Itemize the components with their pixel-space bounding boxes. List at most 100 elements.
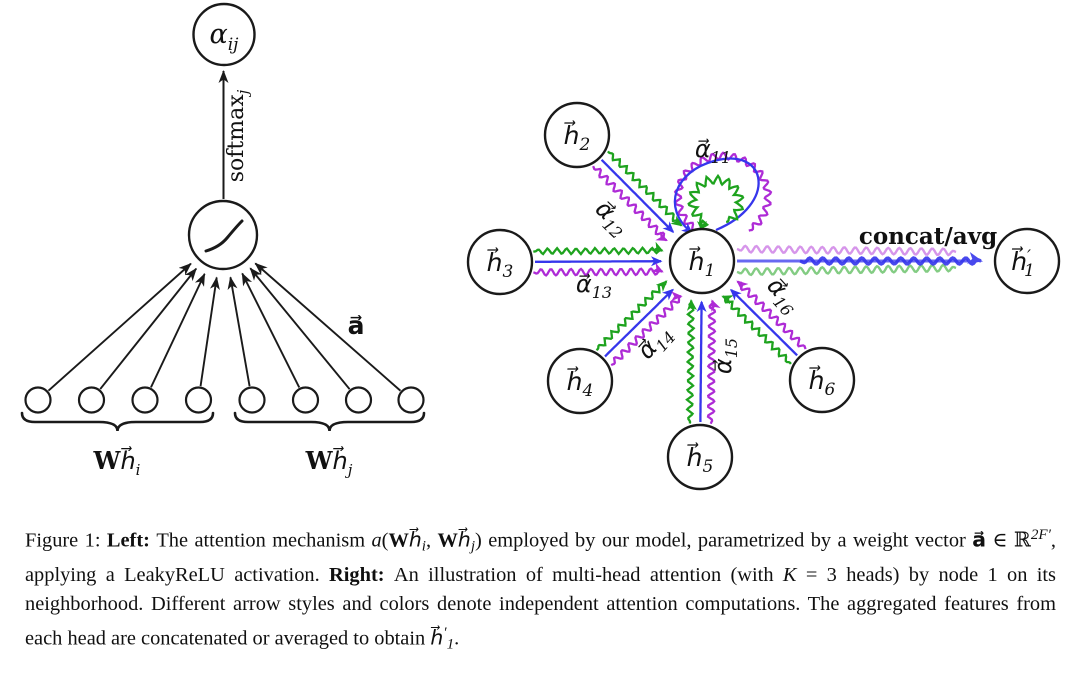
caption-math-sub-j: j (470, 538, 476, 555)
node-h5 (666, 423, 734, 491)
leakyrelu-curve-icon (204, 219, 244, 253)
h3-sub: 3 (503, 262, 514, 282)
leakyrelu-node (187, 199, 259, 271)
edge-h6-h1-purple-arrow (736, 280, 807, 350)
node-h1-prime (993, 227, 1061, 295)
label-h2: h⃗2 (564, 120, 591, 155)
alpha-ij-main: α (210, 19, 228, 50)
caption-text: = 3 heads) by node 1 on its neighborhood… (25, 564, 1056, 650)
left-attention-diagram: αij softmaxj a⃗ Wh⃗i Wh⃗j (20, 2, 426, 479)
fan-arrow-5 (227, 276, 251, 387)
brace-whi (20, 411, 215, 432)
label-h6: h⃗6 (809, 365, 836, 400)
label-alpha13: α⃗13 (576, 270, 612, 302)
softmax-label: softmaxj (224, 89, 252, 182)
whi-h: h⃗ (120, 446, 135, 475)
caption-text: ) employed by our model, parametrized by… (475, 529, 973, 552)
edge-h6-h1-green-arrow (721, 295, 792, 365)
caption-math-h1p: h⃗ (430, 627, 444, 650)
label-alpha16: α⃗16 (758, 272, 806, 320)
self-loop-green-arrow (687, 173, 745, 233)
whj-w: W (305, 446, 334, 475)
feature-circle-5 (238, 386, 266, 414)
fan-arrow-7 (249, 267, 351, 390)
node-h3 (466, 228, 534, 296)
figure-caption: Figure 1: Left: The attention mechanism … (25, 521, 1056, 660)
label-h4: h⃗4 (567, 366, 594, 401)
concat-avg-label: concat/avg (859, 223, 997, 250)
edge-h5-h1-purple-arrow (706, 299, 721, 425)
node-h1 (668, 227, 736, 295)
label-h1: h⃗1 (689, 246, 716, 281)
fan-arrow-1 (47, 262, 192, 392)
alpha15-main: α⃗ (709, 358, 737, 374)
edge-h2-h1-green-arrow (607, 150, 683, 227)
fan-arrow-8 (254, 262, 402, 392)
right-multihead-diagram: h⃗2 h⃗3 h⃗4 h⃗5 h⃗6 h⃗1 h⃗′1 α⃗11 α⃗12 α… (466, 101, 1061, 491)
caption-math-prime: ′ (443, 625, 447, 642)
h5-sub: 5 (703, 457, 714, 477)
h6-sub: 6 (825, 380, 836, 400)
whi-w: W (93, 446, 122, 475)
concat-arrow-blue-wavy (799, 252, 983, 266)
svg-text:α⃗13: α⃗13 (576, 270, 612, 302)
h1p-main: h⃗ (1011, 246, 1027, 276)
concat-arrow-purple (736, 244, 957, 257)
svg-text:α⃗16: α⃗16 (758, 272, 806, 320)
left-fan-arrows (24, 262, 425, 414)
label-h5: h⃗5 (687, 442, 714, 477)
caption-math-h: h⃗ (408, 529, 422, 552)
concat-arrow-green (736, 263, 957, 277)
edge-h2-h1-purple-arrow (592, 165, 668, 242)
a-vector-label: a⃗ (348, 311, 365, 340)
caption-left-keyword: Left: (106, 529, 157, 552)
whj-h: h⃗ (333, 446, 348, 475)
fan-arrow-4 (199, 276, 220, 387)
node-h4 (546, 347, 614, 415)
edge-h3-h1-blue-arrow (535, 256, 663, 267)
caption-math-W2: W (437, 529, 458, 552)
label-h1-prime: h⃗′1 (1011, 246, 1035, 281)
edge-h5-h1-green-arrow (685, 299, 697, 424)
caption-math-W: W (388, 529, 409, 552)
feature-circle-7 (344, 386, 373, 414)
feature-circle-2 (77, 386, 106, 414)
whj-sub: j (345, 461, 353, 479)
attention-edges (533, 150, 983, 425)
caption-text: , applying a LeakyReLU activation. (25, 529, 1057, 587)
label-h3: h⃗3 (487, 247, 514, 282)
caption-math-K: K (782, 564, 797, 587)
h1p-prime: ′ (1027, 247, 1031, 267)
alpha11-sub: 11 (711, 148, 731, 167)
label-alpha14: α⃗14 (632, 319, 680, 367)
edge-h2-h1-blue-arrow (600, 158, 675, 233)
figure-canvas: αij softmaxj a⃗ Wh⃗i Wh⃗j h⃗2 h⃗3 h⃗4 h⃗… (20, 2, 1061, 491)
alpha-ij-label: αij (210, 19, 240, 55)
fan-arrow-6 (241, 272, 301, 388)
alpha13-sub: 13 (592, 283, 612, 302)
h4-main: h⃗ (567, 366, 583, 396)
caption-period: . (454, 627, 460, 650)
h1-sub: 1 (705, 261, 716, 281)
svg-text:α⃗15: α⃗15 (709, 338, 741, 374)
h1-main: h⃗ (689, 246, 705, 276)
caption-sup-2F: 2F′ (1030, 527, 1051, 543)
edge-h3-h1-green-arrow (533, 241, 664, 256)
whi-label: Wh⃗i (93, 446, 141, 479)
edge-h4-h1-purple-arrow (610, 291, 683, 367)
fan-arrow-2 (99, 267, 197, 390)
edge-h5-h1-blue-arrow (696, 300, 707, 422)
feature-circle-3 (131, 386, 159, 414)
feature-circle-1 (24, 386, 52, 414)
brace-whj (233, 411, 426, 432)
h2-main: h⃗ (564, 120, 580, 150)
h1p-sub: 1 (1024, 261, 1035, 281)
h5-main: h⃗ (687, 442, 703, 472)
feature-circle-6 (291, 386, 320, 414)
h4-sub: 4 (582, 381, 594, 401)
h3-main: h⃗ (487, 247, 503, 277)
node-h2 (543, 101, 611, 169)
svg-text:α⃗14: α⃗14 (632, 319, 680, 367)
caption-in-R: ∈ ℝ (985, 529, 1031, 552)
